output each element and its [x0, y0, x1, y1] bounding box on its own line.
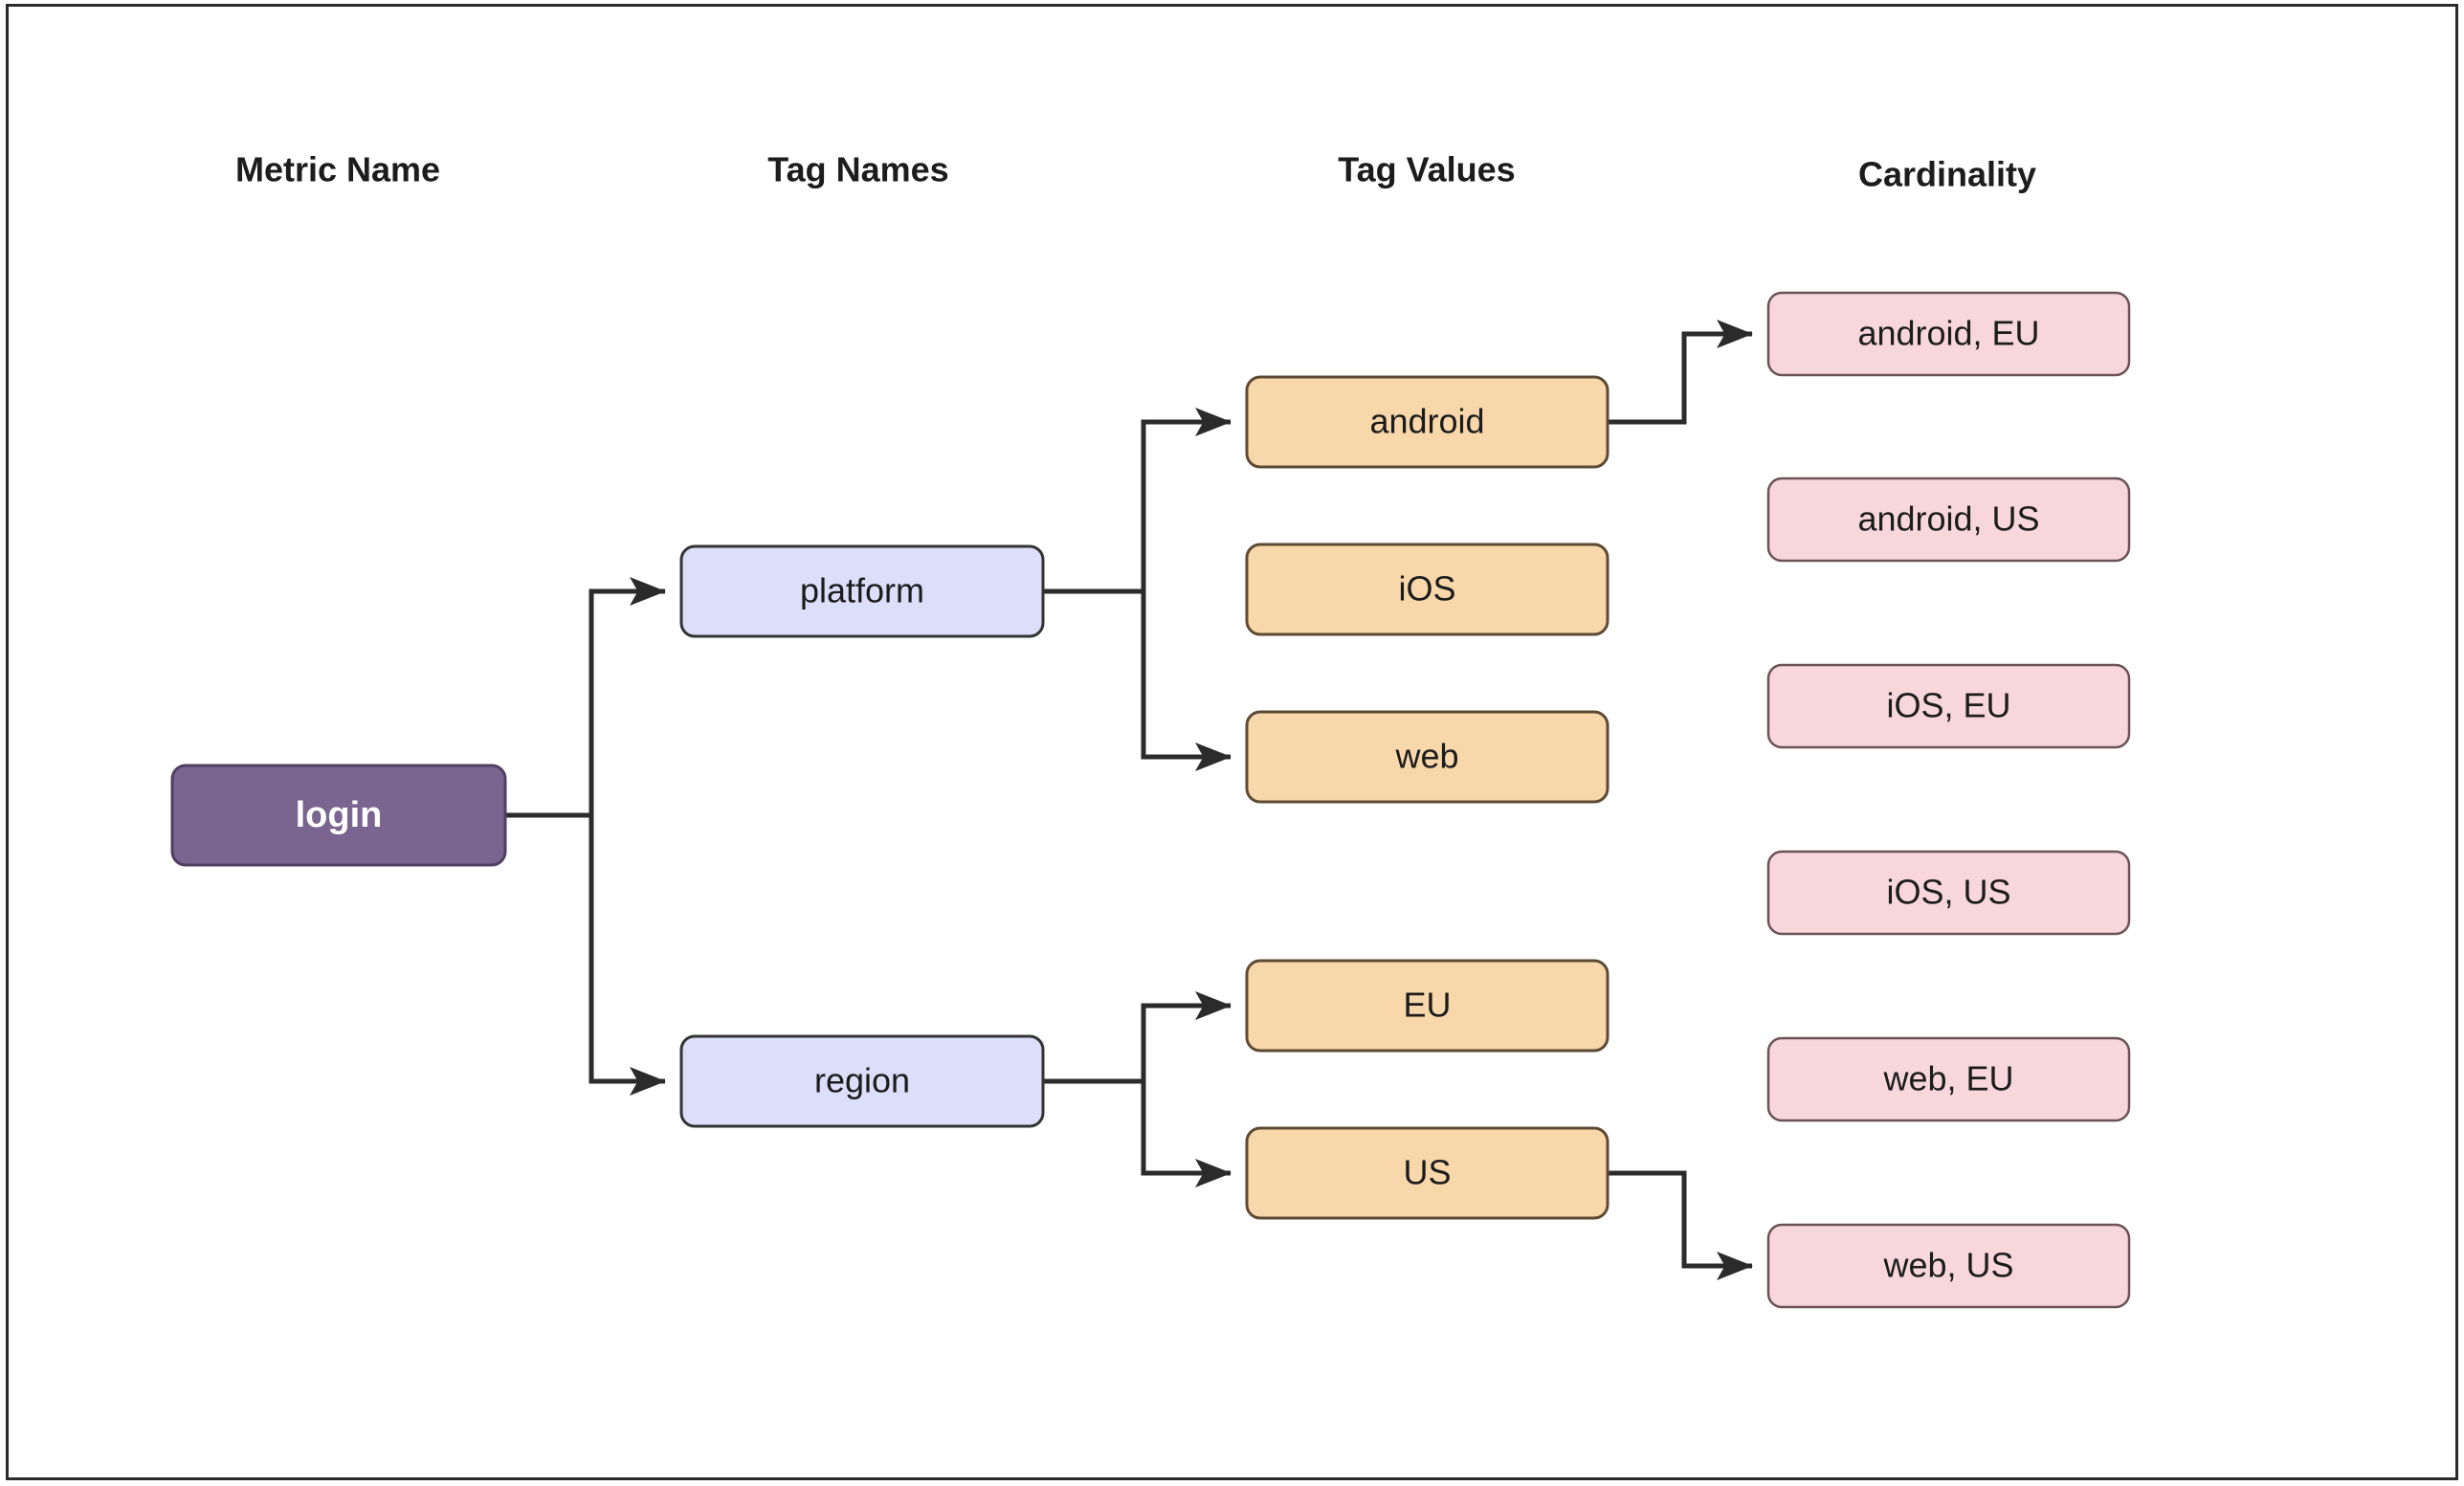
node-platform[interactable]: platform — [679, 544, 1045, 638]
node-label-ios: iOS — [1398, 569, 1455, 609]
node-label-web-eu: web, EU — [1882, 1059, 2013, 1098]
node-web-us[interactable]: web, US — [1766, 1223, 2131, 1309]
node-ios-eu[interactable]: iOS, EU — [1766, 663, 2131, 749]
edge-platform-trunk-to-web — [1043, 588, 1232, 771]
column-header-tag-names: Tag Names — [767, 150, 948, 189]
node-shape-ios-us — [1766, 850, 2131, 936]
node-region[interactable]: region — [679, 1034, 1045, 1128]
column-header-tag-values: Tag Values — [1338, 150, 1515, 189]
node-shape-web-us — [1766, 1223, 2131, 1309]
node-label-android-eu: android, EU — [1857, 314, 2039, 353]
node-android[interactable]: android — [1245, 375, 1609, 469]
node-web-eu[interactable]: web, EU — [1766, 1036, 2131, 1122]
node-label-ios-eu: iOS, EU — [1886, 686, 2010, 725]
node-label-login: login — [296, 795, 383, 835]
column-header-metric-name: Metric Name — [235, 150, 440, 189]
edge-region-to-eu — [1043, 990, 1232, 1084]
edge-login-to-region — [505, 812, 666, 1096]
node-shape-region — [679, 1034, 1045, 1128]
node-shape-ios-eu — [1766, 663, 2131, 749]
column-header-cardinality: Cardinality — [1858, 155, 2036, 194]
node-us[interactable]: US — [1245, 1126, 1609, 1220]
column-headers: Metric Name Tag Names Tag Values Cardinalit… — [235, 150, 2036, 194]
node-shape-us — [1245, 1126, 1609, 1220]
edge-region-to-us — [1043, 1078, 1232, 1187]
node-ios[interactable]: iOS — [1245, 543, 1609, 636]
node-label-web-us: web, US — [1882, 1246, 2013, 1285]
node-label-eu: EU — [1403, 986, 1451, 1025]
node-shape-ios — [1245, 543, 1609, 636]
node-android-eu[interactable]: android, EU — [1766, 291, 2131, 377]
node-shape-platform — [679, 544, 1045, 638]
edge-us-to-web-us — [1608, 1170, 1753, 1280]
node-label-android: android — [1369, 402, 1484, 441]
node-label-ios-us: iOS, US — [1886, 873, 2010, 912]
edge-android-to-android-eu — [1608, 319, 1753, 425]
node-web[interactable]: web — [1245, 710, 1609, 804]
edge-platform-to-android — [1043, 407, 1232, 594]
node-ios-us[interactable]: iOS, US — [1766, 850, 2131, 936]
node-label-android-us: android, US — [1857, 499, 2039, 539]
node-shape-android-us — [1766, 477, 2131, 563]
node-label-web: web — [1394, 737, 1458, 776]
node-shape-eu — [1245, 959, 1609, 1053]
node-label-us: US — [1403, 1153, 1451, 1192]
node-label-region: region — [814, 1061, 910, 1100]
node-shape-web — [1245, 710, 1609, 804]
node-eu[interactable]: EU — [1245, 959, 1609, 1053]
node-shape-web-eu — [1766, 1036, 2131, 1122]
node-shape-android — [1245, 375, 1609, 469]
edges-layer — [505, 319, 1753, 1280]
node-shape-android-eu — [1766, 291, 2131, 377]
edge-login-to-platform — [505, 576, 666, 818]
node-shape-login — [170, 764, 507, 867]
node-android-us[interactable]: android, US — [1766, 477, 2131, 563]
node-label-platform: platform — [800, 571, 924, 610]
node-login[interactable]: login — [170, 764, 507, 867]
